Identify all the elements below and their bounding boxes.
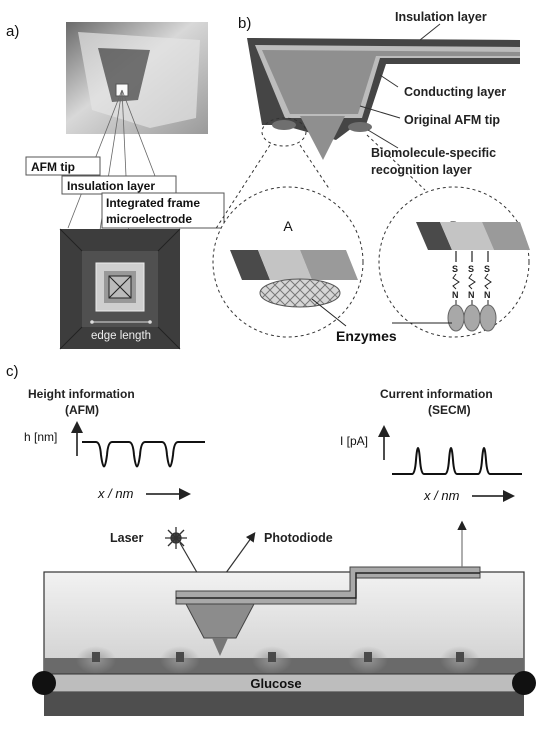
callout-insulation-layer: Insulation layer xyxy=(67,179,155,193)
current-plot-ylabel: I [pA] xyxy=(340,434,368,448)
laser-star-icon xyxy=(165,527,187,549)
leader-recognition xyxy=(367,129,399,149)
svg-text:N: N xyxy=(452,290,459,300)
svg-text:N: N xyxy=(484,290,491,300)
leader-conducting xyxy=(379,74,399,88)
roller-left-icon xyxy=(32,671,56,695)
svg-text:S: S xyxy=(468,264,474,274)
current-plot-title-1: Current information xyxy=(380,387,493,401)
panel-b-label: b) xyxy=(238,15,251,32)
microelectrode-schematic xyxy=(59,228,181,350)
probe-cantilever xyxy=(175,520,481,656)
callout-microelectrode-line1: Integrated frame xyxy=(106,196,200,210)
height-trace xyxy=(82,441,205,468)
callout-microelectrode-line2: microelectrode xyxy=(106,212,192,226)
inset-a-label: A xyxy=(283,218,293,234)
panel-c-label: c) xyxy=(6,363,19,380)
current-trace xyxy=(392,447,522,475)
callout-microelectrode-box xyxy=(101,192,225,229)
label-recognition-line1: Biomolecule-specific xyxy=(371,146,496,160)
current-plot-title-2: (SECM) xyxy=(428,403,471,417)
photodiode-label: Photodiode xyxy=(264,531,333,545)
base-plate xyxy=(44,692,524,716)
label-original-afm-tip: Original AFM tip xyxy=(404,113,500,127)
enzymes-label: Enzymes xyxy=(336,328,397,344)
height-plot-ylabel: h [nm] xyxy=(24,430,57,444)
label-recognition-line2: recognition layer xyxy=(371,163,472,177)
leader-original-tip xyxy=(359,105,401,119)
sem-photo xyxy=(66,22,208,134)
svg-text:S: S xyxy=(452,264,458,274)
laser-label: Laser xyxy=(110,531,143,545)
height-plot-title-1: Height information xyxy=(28,387,135,401)
substrate-posts xyxy=(92,652,464,662)
enzyme-pointer-a xyxy=(311,298,347,327)
current-plot-xlabel: x / nm xyxy=(423,488,460,503)
label-conducting-layer: Conducting layer xyxy=(404,85,506,99)
svg-text:S: S xyxy=(484,264,490,274)
label-insulation-layer: Insulation layer xyxy=(395,10,487,24)
callout-afm-tip: AFM tip xyxy=(31,160,75,174)
edge-length-label: edge length xyxy=(91,330,151,342)
height-plot-xlabel: x / nm xyxy=(97,486,134,501)
height-plot-title-2: (AFM) xyxy=(65,403,99,417)
inset-b-layers xyxy=(416,222,530,250)
panel-a-label: a) xyxy=(6,23,19,40)
coated-cantilever xyxy=(247,38,520,160)
leader-insulation xyxy=(419,23,441,41)
linker-chains: S N S N S N xyxy=(447,251,497,332)
svg-text:N: N xyxy=(468,290,475,300)
zoom-circle-left-origin xyxy=(261,117,307,147)
callout-afm-tip-box xyxy=(25,156,101,176)
roller-right-icon xyxy=(512,671,536,695)
inset-a-layers xyxy=(230,250,358,308)
glucose-label: Glucose xyxy=(250,676,301,691)
